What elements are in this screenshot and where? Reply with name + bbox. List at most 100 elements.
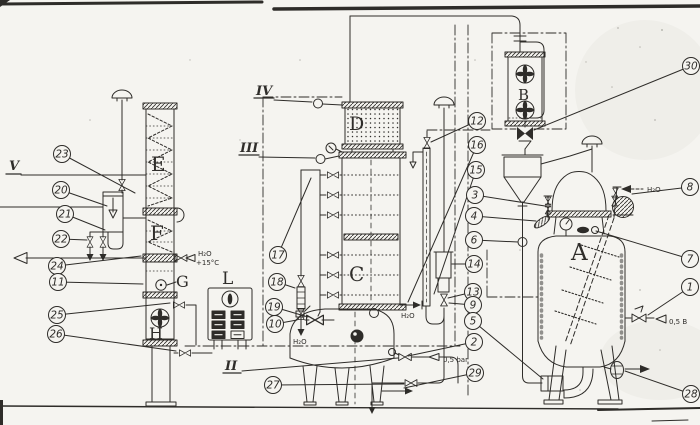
- callout-30: 30: [533, 57, 700, 131]
- svg-text:7: 7: [687, 254, 694, 266]
- condensate-pot: [86, 191, 147, 261]
- label-C: C: [349, 262, 364, 286]
- callout-11: 11: [49, 273, 144, 291]
- stream-III-label: III: [239, 141, 259, 156]
- callout-18: 18: [268, 273, 296, 291]
- svg-text:23: 23: [55, 149, 68, 161]
- callout-28: 28: [624, 370, 700, 403]
- valve-symbol: [297, 274, 305, 288]
- svg-text:2: 2: [471, 337, 478, 349]
- water-inlet-arrow: [413, 301, 421, 309]
- callout-10: 10: [266, 315, 298, 333]
- label-L: L: [222, 269, 233, 289]
- callout-21: 21: [56, 205, 106, 231]
- svg-text:29: 29: [468, 368, 482, 380]
- vent-cap-symbol: [111, 89, 133, 102]
- label-H: H: [149, 324, 163, 343]
- svg-text:10: 10: [268, 319, 282, 331]
- stream-IV-label: IV: [255, 84, 274, 99]
- water-drain-annotation: H₂O: [293, 338, 307, 346]
- valve-symbol: [172, 301, 186, 309]
- svg-text:17: 17: [271, 250, 285, 262]
- floor-line: [0, 405, 700, 411]
- agitator-shaft: [564, 214, 615, 347]
- svg-text:21: 21: [58, 209, 71, 221]
- stream-labels: V IV III II: [5, 84, 399, 374]
- pressure-right-annotation: 0,5 B: [669, 318, 687, 326]
- callout-26: 26: [47, 325, 177, 352]
- callout-15: 15: [433, 161, 485, 295]
- column-C-vessel-D: [325, 15, 407, 311]
- manhole-flange: [533, 215, 551, 229]
- water-top-annotation: H₂O: [647, 186, 661, 194]
- level-gauge-assembly: [399, 96, 455, 325]
- sample-valve-manifold: [300, 169, 343, 326]
- valve-symbol: [99, 236, 107, 248]
- stream-V-label: V: [9, 159, 21, 174]
- svg-text:3: 3: [472, 190, 479, 202]
- stream-II-label: II: [224, 359, 238, 374]
- callouts: 23 20 21 22 24 11 25 26 17 18 19 10 27 1…: [47, 57, 700, 403]
- callout-17: 17: [269, 177, 312, 264]
- hopper-cone: [501, 148, 593, 384]
- packing-coil-E: [147, 113, 173, 207]
- callout-7: 7: [595, 230, 699, 268]
- drain-valve: [178, 349, 192, 357]
- svg-text:13: 13: [466, 287, 479, 299]
- packing-coil-F: [147, 219, 173, 253]
- svg-text:18: 18: [270, 277, 284, 289]
- water-temp-value: +15°C: [196, 259, 219, 267]
- valve-symbol: [423, 136, 431, 150]
- discharge-valve-B: [517, 120, 533, 140]
- callout-22: 22: [52, 230, 88, 248]
- svg-text:12: 12: [470, 116, 484, 128]
- drain-arrow-down: [368, 407, 376, 414]
- label-A: A: [570, 240, 588, 266]
- callout-12: 12: [430, 112, 486, 143]
- svg-text:5: 5: [470, 316, 477, 328]
- svg-text:30: 30: [684, 61, 698, 73]
- receiver-vessel: [289, 307, 459, 414]
- callout-20: 20: [52, 181, 108, 207]
- manifold-valves: [319, 171, 343, 299]
- label-G: G: [176, 272, 189, 291]
- agitator-motor: [612, 196, 634, 218]
- svg-text:1: 1: [687, 282, 694, 294]
- callout-6: 6: [465, 231, 519, 249]
- svg-text:8: 8: [687, 182, 694, 194]
- svg-text:26: 26: [49, 329, 63, 341]
- svg-text:20: 20: [54, 185, 68, 197]
- svg-text:28: 28: [684, 389, 698, 401]
- svg-text:27: 27: [266, 380, 280, 392]
- flow-arrow-left: [185, 254, 196, 262]
- callout-2: 2: [407, 333, 483, 357]
- product-outlet-arrow: [13, 252, 28, 264]
- svg-text:25: 25: [50, 310, 64, 322]
- svg-text:6: 6: [471, 235, 478, 247]
- pressure-valve: [398, 352, 412, 362]
- water-level-annotation: H₂O: [401, 312, 415, 320]
- vessel-B-assembly: [349, 15, 546, 156]
- pressure-mid-annotation: 0,5 bar: [443, 356, 468, 364]
- callout-1: 1: [647, 278, 699, 316]
- drain-arrow-down: [297, 329, 305, 336]
- water-temp-annotation: H₂O: [198, 250, 212, 258]
- sight-glass-G: [155, 279, 167, 291]
- equipment-labels: E F G H L D C B A: [149, 86, 588, 343]
- svg-text:11: 11: [51, 277, 64, 289]
- label-D: D: [349, 113, 364, 135]
- callout-29: 29: [403, 364, 484, 389]
- svg-text:16: 16: [470, 140, 484, 152]
- callout-3: 3: [466, 186, 546, 207]
- vessel-A: [537, 214, 667, 405]
- svg-text:22: 22: [54, 234, 68, 246]
- callout-13: 13: [447, 283, 482, 301]
- vessel-legs: [302, 365, 385, 406]
- callout-8: 8: [631, 178, 699, 196]
- label-E: E: [151, 152, 166, 176]
- water-inlet-arrow: [621, 185, 631, 193]
- callout-25: 25: [48, 302, 171, 324]
- svg-text:9: 9: [470, 300, 477, 312]
